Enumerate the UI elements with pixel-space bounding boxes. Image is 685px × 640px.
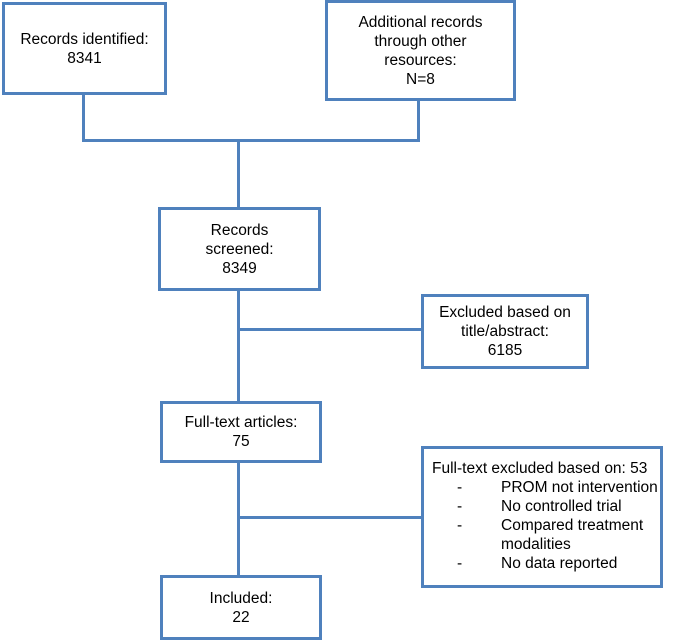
additional-records-box: Additional records through other resourc… [325, 0, 516, 101]
connector-main-2 [237, 288, 240, 404]
records-screened-box: Records screened: 8349 [158, 207, 321, 291]
exclusion-reason: No data reported [501, 555, 618, 572]
connector-merge [82, 139, 420, 142]
full-text-excluded-heading: Full-text excluded based on: 53 [432, 460, 648, 477]
list-item: - Compared treatment modalities [432, 516, 676, 554]
excluded-title-abstract-line-2: title/abstract: [461, 323, 549, 340]
exclusion-reason: No controlled trial [501, 498, 622, 515]
records-screened-line-1: Records [210, 221, 269, 239]
list-item: - PROM not intervention [432, 478, 676, 497]
connector-main-1 [237, 139, 240, 209]
records-screened-line-2: screened: [205, 240, 274, 258]
exclusion-reason: Compared treatment modalities [501, 517, 644, 553]
exclusion-reasons-list: - PROM not intervention - No controlled … [432, 478, 676, 573]
included-box: Included: 22 [160, 575, 322, 640]
additional-records-line-1: Additional records [358, 13, 483, 31]
records-identified-box: Records identified: 8341 [2, 2, 167, 95]
excluded-title-abstract-box: Excluded based on title/abstract: 6185 [421, 294, 589, 369]
excluded-title-abstract-line-1: Excluded based on [439, 304, 571, 321]
connector-to-excluded-1 [237, 328, 424, 331]
records-screened-count: 8349 [222, 259, 257, 277]
full-text-articles-count: 75 [232, 433, 250, 450]
bullet-dash: - [457, 517, 463, 534]
full-text-excluded-box: Full-text excluded based on: 53 - PROM n… [421, 446, 663, 588]
included-label: Included: [209, 589, 273, 607]
bullet-dash: - [457, 498, 463, 515]
additional-records-line-2: through other [374, 32, 467, 50]
included-count: 22 [232, 608, 250, 626]
connector-main-3 [237, 460, 240, 578]
excluded-title-abstract-count: 6185 [487, 342, 523, 359]
bullet-dash: - [457, 555, 463, 572]
additional-records-count: N=8 [406, 70, 435, 88]
exclusion-reason: PROM not intervention [501, 479, 658, 496]
list-item: - No controlled trial [432, 497, 676, 516]
records-identified-label: Records identified: [20, 30, 149, 48]
list-item: - No data reported [432, 554, 676, 573]
full-text-articles-box: Full-text articles: 75 [160, 401, 322, 463]
bullet-dash: - [457, 479, 463, 496]
records-identified-count: 8341 [67, 49, 102, 67]
full-text-articles-label: Full-text articles: [184, 414, 298, 431]
connector-left-down [82, 92, 85, 142]
connector-to-excluded-2 [237, 516, 424, 519]
additional-records-line-3: resources: [384, 51, 457, 69]
connector-right-down [417, 98, 420, 142]
